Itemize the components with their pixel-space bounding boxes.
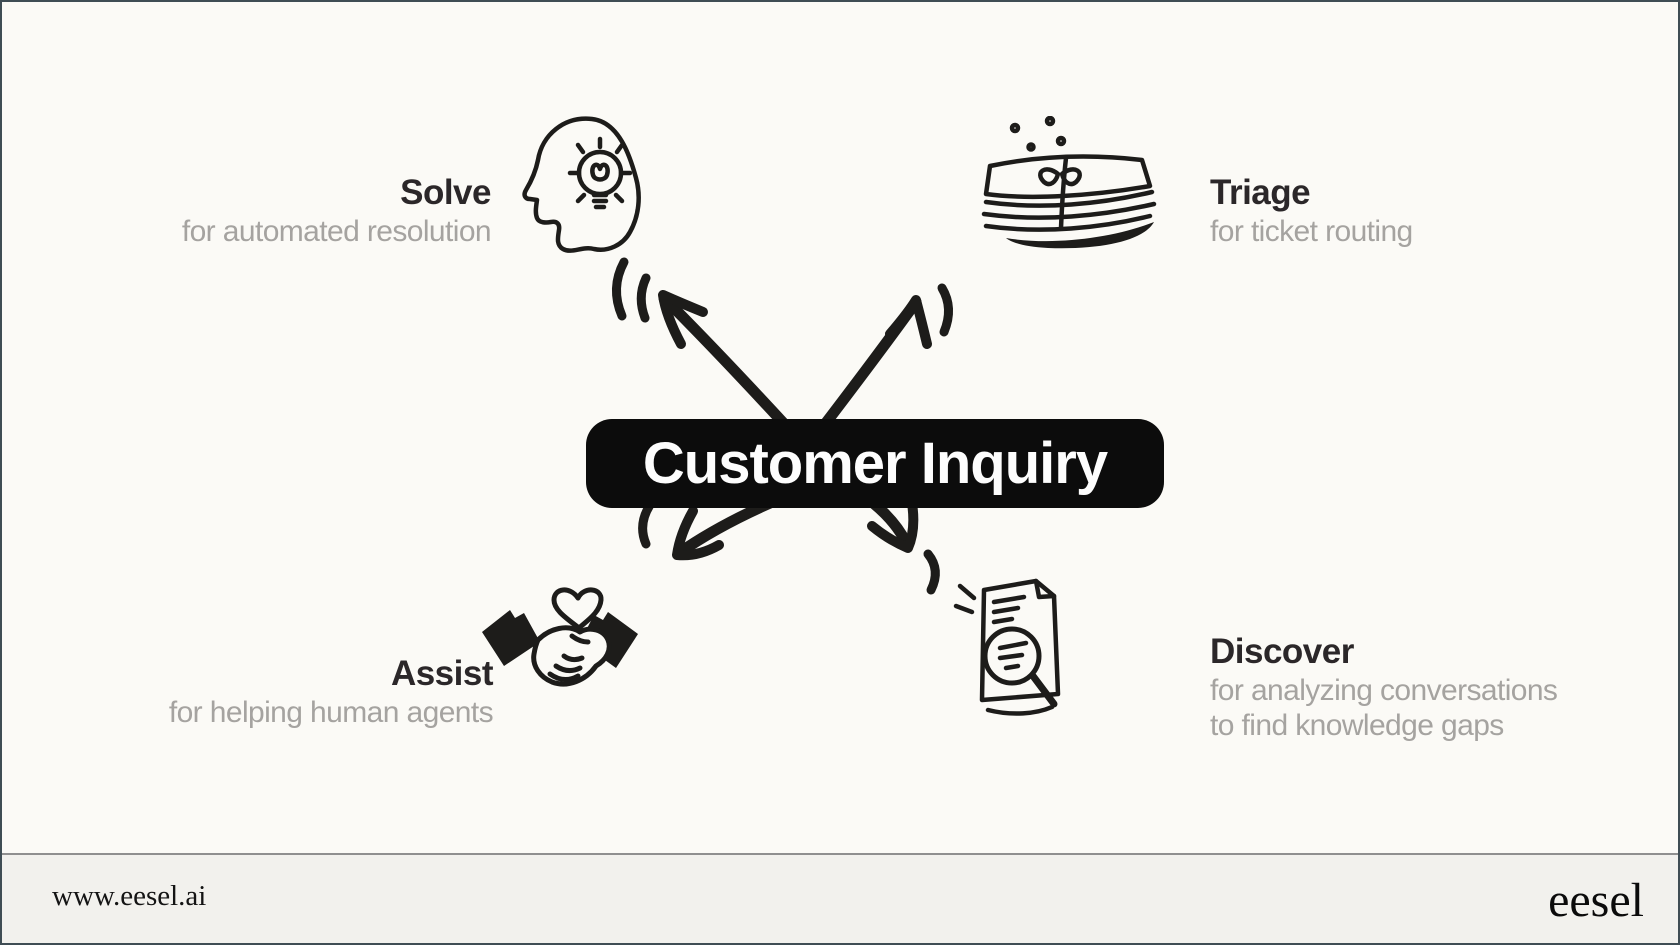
- discover-subtitle: for analyzing conversations to find know…: [1210, 674, 1558, 742]
- triage-title: Triage: [1210, 173, 1311, 212]
- assist-subtitle: for helping human agents: [168, 696, 494, 729]
- arrow-up-left: [612, 257, 794, 434]
- flow-arrows: [612, 257, 953, 595]
- solve-subtitle: for automated resolution: [181, 215, 492, 248]
- arrow-up-right: [816, 283, 953, 434]
- solve-title: Solve: [400, 173, 491, 212]
- assist-title: Assist: [390, 654, 494, 693]
- triage-subtitle: for ticket routing: [1210, 215, 1413, 248]
- customer-inquiry-node: Customer Inquiry: [586, 419, 1164, 508]
- document-magnifier-icon: [953, 578, 1061, 716]
- footer-website: www.eesel.ai: [52, 880, 207, 912]
- discover-label-block: Discover for analyzing conversations to …: [1210, 631, 1558, 743]
- head-lightbulb-icon: [522, 116, 641, 253]
- customer-inquiry-label: Customer Inquiry: [642, 431, 1108, 496]
- solve-label-block: Solve for automated resolution: [181, 172, 492, 249]
- ticket-stack-icon: [981, 116, 1157, 249]
- discover-title: Discover: [1210, 632, 1354, 671]
- footer-bar: www.eesel.ai eesel: [0, 853, 1680, 945]
- triage-label-block: Triage for ticket routing: [1210, 172, 1413, 249]
- eesel-logo: eesel: [1548, 874, 1644, 927]
- assist-label-block: Assist for helping human agents: [168, 653, 494, 730]
- handshake-heart-icon: [482, 587, 638, 687]
